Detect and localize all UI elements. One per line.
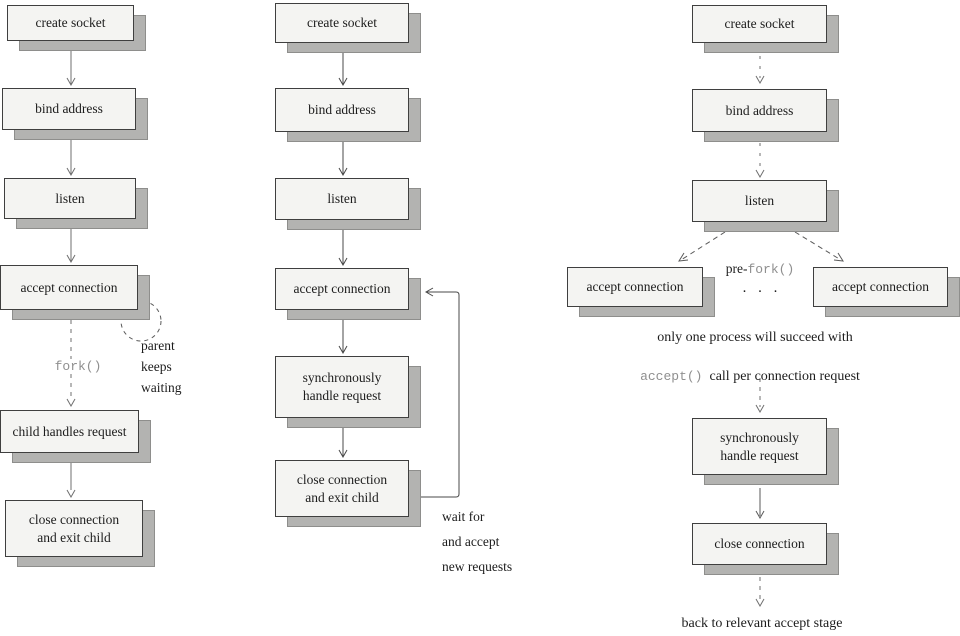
box-label: close connection and exit child: [28, 511, 120, 545]
col2-box-synchronously-handle: synchronously handle request: [275, 356, 421, 428]
col3-box-listen: listen: [692, 180, 839, 232]
col3-box-close-connection: close connection: [692, 523, 839, 575]
box-label: bind address: [725, 102, 794, 118]
box-label: create socket: [35, 15, 106, 31]
col3-box-create-socket: create socket: [692, 5, 839, 53]
arrow-col1-child-to-close: [66, 463, 76, 499]
box-label: accept connection: [293, 281, 391, 297]
box-label: accept connection: [586, 279, 684, 295]
arrow-col2-bind-to-listen: [338, 142, 348, 177]
box-label: listen: [55, 190, 85, 206]
col3-box-bind-address: bind address: [692, 89, 839, 142]
box-label: synchronously handle request: [720, 429, 799, 463]
box-label: create socket: [306, 15, 378, 31]
box-label: listen: [327, 191, 357, 207]
prefork-code-text: fork(): [747, 262, 795, 277]
arrowhead-col3-bind-to-listen: [755, 169, 765, 179]
arrow-col2-handle-to-close: [338, 428, 348, 459]
box-label: accept connection: [20, 279, 118, 295]
box-label: synchronously handle request: [302, 370, 382, 403]
box-label: close connection: [714, 536, 805, 552]
wait-accept-new-requests-note: wait for and accept new requests: [442, 509, 513, 574]
arrowhead-col3-prefork-left: [678, 252, 689, 262]
arrow-col1-bind-to-listen: [66, 140, 76, 177]
loop-parent-waiting: [120, 300, 162, 342]
accept-note-rest-text: call per connection request: [709, 369, 860, 384]
arrowhead-col1-fork: [66, 398, 76, 408]
loopback-col2-close-to-accept: [411, 287, 460, 498]
col2-box-listen: listen: [275, 178, 421, 230]
col1-box-close-connection: close connection and exit child: [5, 500, 155, 567]
box-label: child handles request: [12, 423, 127, 439]
col2-box-accept-connection: accept connection: [275, 268, 421, 320]
prefork-label: pre-fork(): [692, 245, 828, 277]
arrow-col1-create-to-bind: [66, 50, 76, 87]
parent-keeps-waiting-note: parent keeps waiting: [141, 338, 182, 395]
arrowhead-col3-prefork-right: [833, 252, 844, 262]
box-label: bind address: [35, 101, 103, 117]
arrow-col1-listen-to-accept: [66, 228, 76, 264]
arrowhead-col3-close-to-accept-stage: [755, 598, 765, 608]
col1-box-accept-connection: accept connection: [0, 265, 150, 320]
prefork-prefix-text: pre-: [725, 261, 748, 276]
only-one-process-note-line1: only one process will succeed with: [657, 330, 853, 345]
col1-box-listen: listen: [4, 178, 148, 229]
accept-code-text: accept(): [640, 369, 703, 384]
arrowhead-col3-create-to-bind: [755, 75, 765, 85]
col1-box-bind-address: bind address: [2, 88, 148, 140]
box-label: bind address: [308, 102, 376, 118]
col2-box-bind-address: bind address: [275, 88, 421, 142]
only-one-process-note-line2: accept() call per connection request: [595, 353, 905, 385]
ellipsis-more-processes: . . .: [742, 280, 782, 296]
box-label: create socket: [724, 16, 795, 32]
back-to-accept-stage-note: back to relevant accept stage: [681, 616, 843, 631]
col2-box-close-connection: close connection and exit child: [275, 460, 421, 527]
arrow-col2-create-to-bind: [338, 53, 348, 87]
col3-box-synchronously-handle: synchronously handle request: [692, 418, 839, 485]
box-label: listen: [744, 193, 775, 209]
col3-box-accept-connection-left: accept connection: [567, 267, 715, 317]
col3-box-accept-connection-right: accept connection: [813, 267, 960, 317]
col1-box-create-socket: create socket: [7, 5, 146, 51]
box-label: close connection and exit child: [296, 471, 388, 505]
box-label: accept connection: [831, 279, 930, 295]
col2-box-create-socket: create socket: [275, 3, 421, 53]
arrow-col3-handle-to-close: [755, 488, 765, 520]
arrow-col2-listen-to-accept: [338, 230, 348, 267]
col1-box-child-handles-request: child handles request: [0, 410, 151, 463]
arrowhead-col3-accept-to-handle: [755, 404, 765, 414]
fork-call-label: fork(): [42, 359, 114, 374]
arrow-col2-accept-to-handle: [338, 320, 348, 355]
